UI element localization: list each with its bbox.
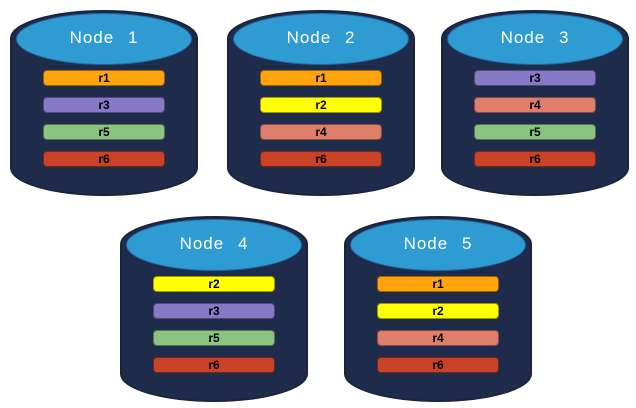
replica-bar-r5: r5: [43, 124, 165, 140]
cylinder-top-ellipse: Node 5: [350, 219, 526, 271]
replica-bar-r1: r1: [43, 70, 165, 86]
node-cylinder-2: Node 2 r1 r2 r4 r6: [227, 10, 415, 196]
replica-bar-r2: r2: [260, 97, 382, 113]
replica-bar-r6: r6: [474, 151, 596, 167]
replica-bar-r5: r5: [474, 124, 596, 140]
replica-bar-r6: r6: [153, 357, 275, 373]
replica-bar-r6: r6: [260, 151, 382, 167]
node-title: Node 2: [286, 28, 356, 47]
replica-bar-r5: r5: [153, 330, 275, 346]
replica-bar-r6: r6: [377, 357, 499, 373]
replica-bar-r4: r4: [260, 124, 382, 140]
replica-list: r1 r2 r4 r6: [377, 276, 499, 373]
node-cylinder-3: Node 3 r3 r4 r5 r6: [441, 10, 629, 196]
cylinder-top-ellipse: Node 1: [16, 13, 192, 65]
replica-bar-r3: r3: [43, 97, 165, 113]
replica-bar-r3: r3: [474, 70, 596, 86]
replica-list: r2 r3 r5 r6: [153, 276, 275, 373]
replica-list: r3 r4 r5 r6: [474, 70, 596, 167]
node-title: Node 5: [403, 234, 473, 253]
cylinder-top-ellipse: Node 2: [233, 13, 409, 65]
replica-list: r1 r3 r5 r6: [43, 70, 165, 167]
node-title: Node 3: [500, 28, 570, 47]
node-cylinder-5: Node 5 r1 r2 r4 r6: [344, 216, 532, 402]
replica-bar-r4: r4: [377, 330, 499, 346]
replica-bar-r2: r2: [377, 303, 499, 319]
node-cylinder-1: Node 1 r1 r3 r5 r6: [10, 10, 198, 196]
replica-bar-r1: r1: [377, 276, 499, 292]
replica-bar-r2: r2: [153, 276, 275, 292]
cylinder-top-ellipse: Node 4: [126, 219, 302, 271]
node-title: Node 4: [179, 234, 249, 253]
replica-bar-r6: r6: [43, 151, 165, 167]
cylinder-top-ellipse: Node 3: [447, 13, 623, 65]
replica-bar-r4: r4: [474, 97, 596, 113]
replica-bar-r3: r3: [153, 303, 275, 319]
node-cylinder-4: Node 4 r2 r3 r5 r6: [120, 216, 308, 402]
replica-bar-r1: r1: [260, 70, 382, 86]
node-title: Node 1: [69, 28, 139, 47]
replica-list: r1 r2 r4 r6: [260, 70, 382, 167]
